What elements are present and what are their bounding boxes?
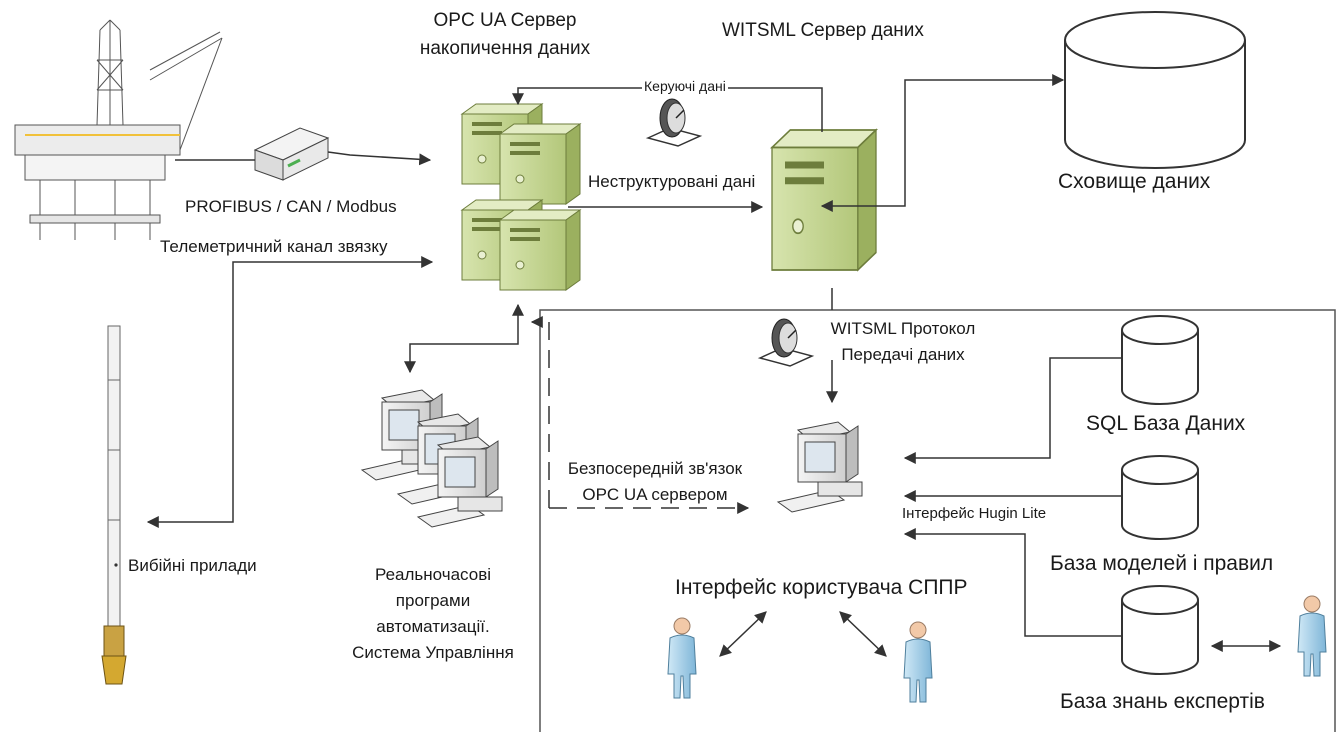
storage-label: Сховище даних [1058,170,1211,193]
witsml-protocol-line2: Передачі даних [841,345,965,364]
ui-dss-label: Інтерфейс користувача СППР [675,576,968,599]
offshore-platform-icon [14,19,223,240]
dss-panel-frame [539,309,1336,732]
satellite-dish-icon [759,318,813,367]
opc-server-title: OPC UA Сервер накопичення даних [400,10,610,60]
opc-server-title-line1: OPC UA Сервер [433,10,577,31]
hugin-label: Інтерфейс Hugin Lite [900,505,1049,523]
user-person-icon [903,621,933,703]
control-data-label: Керуючі дані [642,78,728,95]
fieldbus-label: PROFIBUS / CAN / Modbus [185,197,397,216]
downhole-tool-icon [101,325,127,685]
telemetry-label: Телеметричний канал звязку [160,237,388,256]
realtime-workstations-icon [361,389,503,528]
connectors [146,74,1282,657]
sql-db-cylinder-icon [1121,315,1199,405]
direct-link-line2: OPC UA сервером [582,485,728,504]
direct-link-line1: Безпосередній зв'язок [567,459,743,478]
experts-kb-cylinder-icon [1121,585,1199,675]
satellite-dish-icon [647,98,701,147]
realtime-line2: програми [395,591,471,610]
unstructured-data-label: Неструктуровані дані [588,172,756,191]
direct-link-label: Безпосередній зв'язок OPC UA сервером [555,456,755,508]
storage-cylinder-icon [1064,11,1246,169]
realtime-line3: автоматизації. [376,617,490,636]
realtime-programs-label: Реальночасові програми автоматизації. Си… [328,562,538,666]
witsml-protocol-line1: WITSML Протокол [830,319,976,338]
opc-ua-server-icon [461,103,581,291]
witsml-server-title: WITSML Сервер даних [722,20,924,41]
realtime-line4: Система Управління [352,643,514,662]
fieldbus-modem-icon [253,127,330,181]
models-db-label: База моделей і правил [1050,552,1274,575]
user-person-icon [667,617,697,699]
opc-server-title-line2: накопичення даних [419,37,591,59]
expert-person-icon [1297,595,1327,677]
realtime-line1: Реальночасові [374,565,491,584]
experts-kb-label: База знань експертів [1060,690,1265,713]
downhole-label: Вибійні прилади [128,556,257,575]
dss-workstation-icon [777,421,863,513]
witsml-server-icon [771,129,877,271]
witsml-protocol-label: WITSML Протокол Передачі даних [818,316,988,368]
sql-db-label: SQL База Даних [1086,412,1246,435]
models-db-cylinder-icon [1121,455,1199,540]
